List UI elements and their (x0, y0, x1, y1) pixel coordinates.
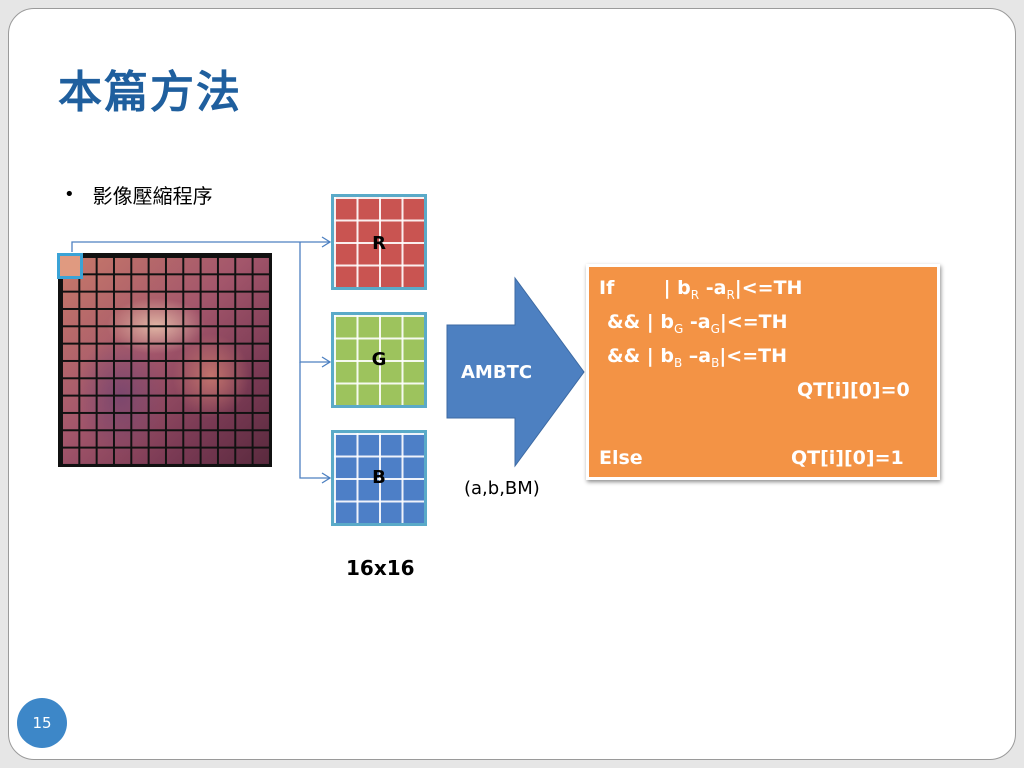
block-size-label: 16x16 (346, 556, 415, 580)
subscript: R (690, 287, 700, 302)
channel-b-label: B (372, 467, 386, 488)
a-var: -a (683, 311, 711, 333)
source-image (58, 253, 272, 467)
a-var: -a (699, 277, 727, 299)
and-operator: && (607, 311, 641, 333)
abs-bar: | (646, 311, 654, 333)
channel-grid (334, 315, 424, 405)
page-title: 本篇方法 (58, 67, 242, 118)
channel-r-label: R (372, 233, 386, 254)
arrowhead-b (321, 472, 332, 484)
subscript: G (673, 321, 684, 336)
ambtc-label: AMBTC (461, 362, 533, 383)
b-var: b (677, 277, 691, 299)
output-label: (a,b,BM) (464, 478, 540, 499)
threshold-clause: |<=TH (719, 311, 788, 333)
bullet-item: • 影像壓縮程序 (64, 180, 213, 209)
threshold-clause: |<=TH (734, 277, 803, 299)
subscript: B (711, 355, 720, 370)
connector-to-b (299, 362, 330, 479)
arrowhead-r (321, 236, 332, 248)
connector-to-g (299, 242, 330, 363)
condition-line-3: && | bB –aB|<=TH (607, 345, 787, 370)
subscript: G (710, 321, 720, 336)
condition-box: If | bR -aR|<=TH && | bG -aG|<=TH && | b… (586, 264, 940, 480)
arrowhead-g (321, 356, 332, 368)
threshold-clause: |<=TH (719, 345, 788, 367)
bullet-dot: • (64, 184, 75, 205)
channel-grid (334, 197, 424, 287)
connector-to-r (71, 241, 330, 252)
channel-r-block: R (331, 194, 427, 290)
result-line-1: QT[i][0]=0 (797, 379, 910, 401)
if-keyword: If (599, 277, 615, 299)
result-line-2: QT[i][0]=1 (791, 447, 904, 469)
image-block-grid (61, 256, 269, 464)
subscript: R (726, 287, 735, 302)
condition-line-2: && | bG -aG|<=TH (607, 311, 788, 336)
bullet-text: 影像壓縮程序 (92, 184, 213, 208)
selected-block (57, 253, 83, 279)
and-operator: && (607, 345, 641, 367)
page-number-badge: 15 (17, 698, 67, 748)
connector-lines (71, 236, 332, 484)
channel-g-block: G (331, 312, 427, 408)
a-var: –a (682, 345, 712, 367)
abs-bar: | (646, 345, 654, 367)
channel-grid (334, 433, 424, 523)
abs-bar: | (663, 277, 671, 299)
channel-b-block: B (331, 430, 427, 526)
else-keyword: Else (599, 447, 643, 469)
condition-line-1: If | bR -aR|<=TH (599, 277, 802, 302)
b-var: b (660, 345, 674, 367)
channel-g-label: G (371, 349, 387, 370)
ambtc-arrow (446, 276, 585, 468)
b-var: b (660, 311, 674, 333)
subscript: B (673, 355, 683, 370)
